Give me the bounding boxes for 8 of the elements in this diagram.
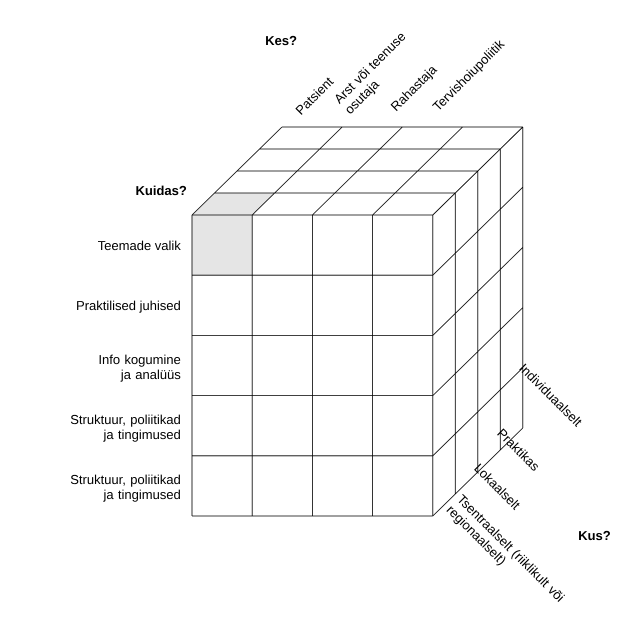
axis-title: Kuidas? — [136, 186, 186, 196]
axis-title: Kes? — [266, 36, 296, 46]
row-label: Struktuur, poliitikad ja tingimused — [70, 474, 180, 502]
row-label: Teemade valik — [98, 240, 181, 250]
row-label: Struktuur, poliitikad ja tingimused — [70, 414, 180, 442]
axis-title: Kus? — [579, 530, 610, 540]
row-label: Praktilised juhised — [77, 300, 180, 313]
row-label: Info kogumine ja analüüs — [100, 354, 180, 382]
